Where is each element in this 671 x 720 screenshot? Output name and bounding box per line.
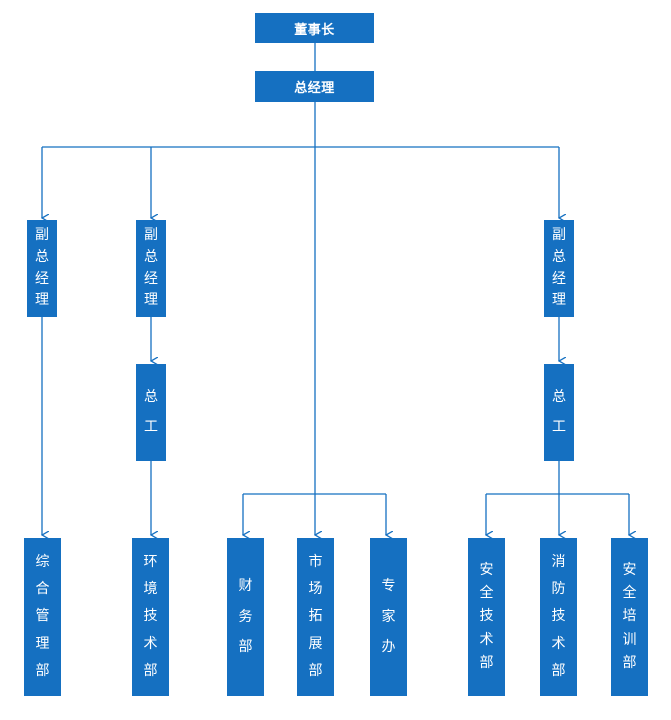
dept-safety-training-label: 安全培训部 [622,562,637,671]
dept-safety-training-box: 安全培训部 [611,538,648,696]
dept-safety-tech-label: 安全技术部 [479,562,494,671]
chairman-label: 董事长 [294,22,335,38]
vice-general-manager-left-label: 副总经理 [35,227,49,309]
dept-market-expansion-box: 市场拓展部 [297,538,334,696]
chairman-box: 董事长 [255,13,374,43]
vice-general-manager-mid-box: 副总经理 [136,220,166,317]
dept-finance-label: 财务部 [238,577,253,656]
dept-expert-office-label: 专家办 [381,577,396,656]
dept-safety-tech-box: 安全技术部 [468,538,505,696]
dept-environmental-tech-label: 环境技术部 [143,553,158,679]
dept-general-management-label: 综合管理部 [35,553,50,679]
dept-finance-box: 财务部 [227,538,264,696]
vice-general-manager-left-box: 副总经理 [27,220,57,317]
chief-engineer-right-label: 总工 [552,389,566,435]
dept-environmental-tech-box: 环境技术部 [132,538,169,696]
vice-general-manager-mid-label: 副总经理 [144,227,158,309]
dept-fire-tech-label: 消防技术部 [551,553,566,679]
chief-engineer-left-box: 总工 [136,364,166,461]
vice-general-manager-right-box: 副总经理 [544,220,574,317]
dept-general-management-box: 综合管理部 [24,538,61,696]
general-manager-label: 总经理 [294,81,335,96]
vice-general-manager-right-label: 副总经理 [552,227,566,309]
chief-engineer-left-label: 总工 [144,389,158,435]
dept-market-expansion-label: 市场拓展部 [308,553,323,679]
chief-engineer-right-box: 总工 [544,364,574,461]
dept-expert-office-box: 专家办 [370,538,407,696]
general-manager-box: 总经理 [255,71,374,102]
dept-fire-tech-box: 消防技术部 [540,538,577,696]
